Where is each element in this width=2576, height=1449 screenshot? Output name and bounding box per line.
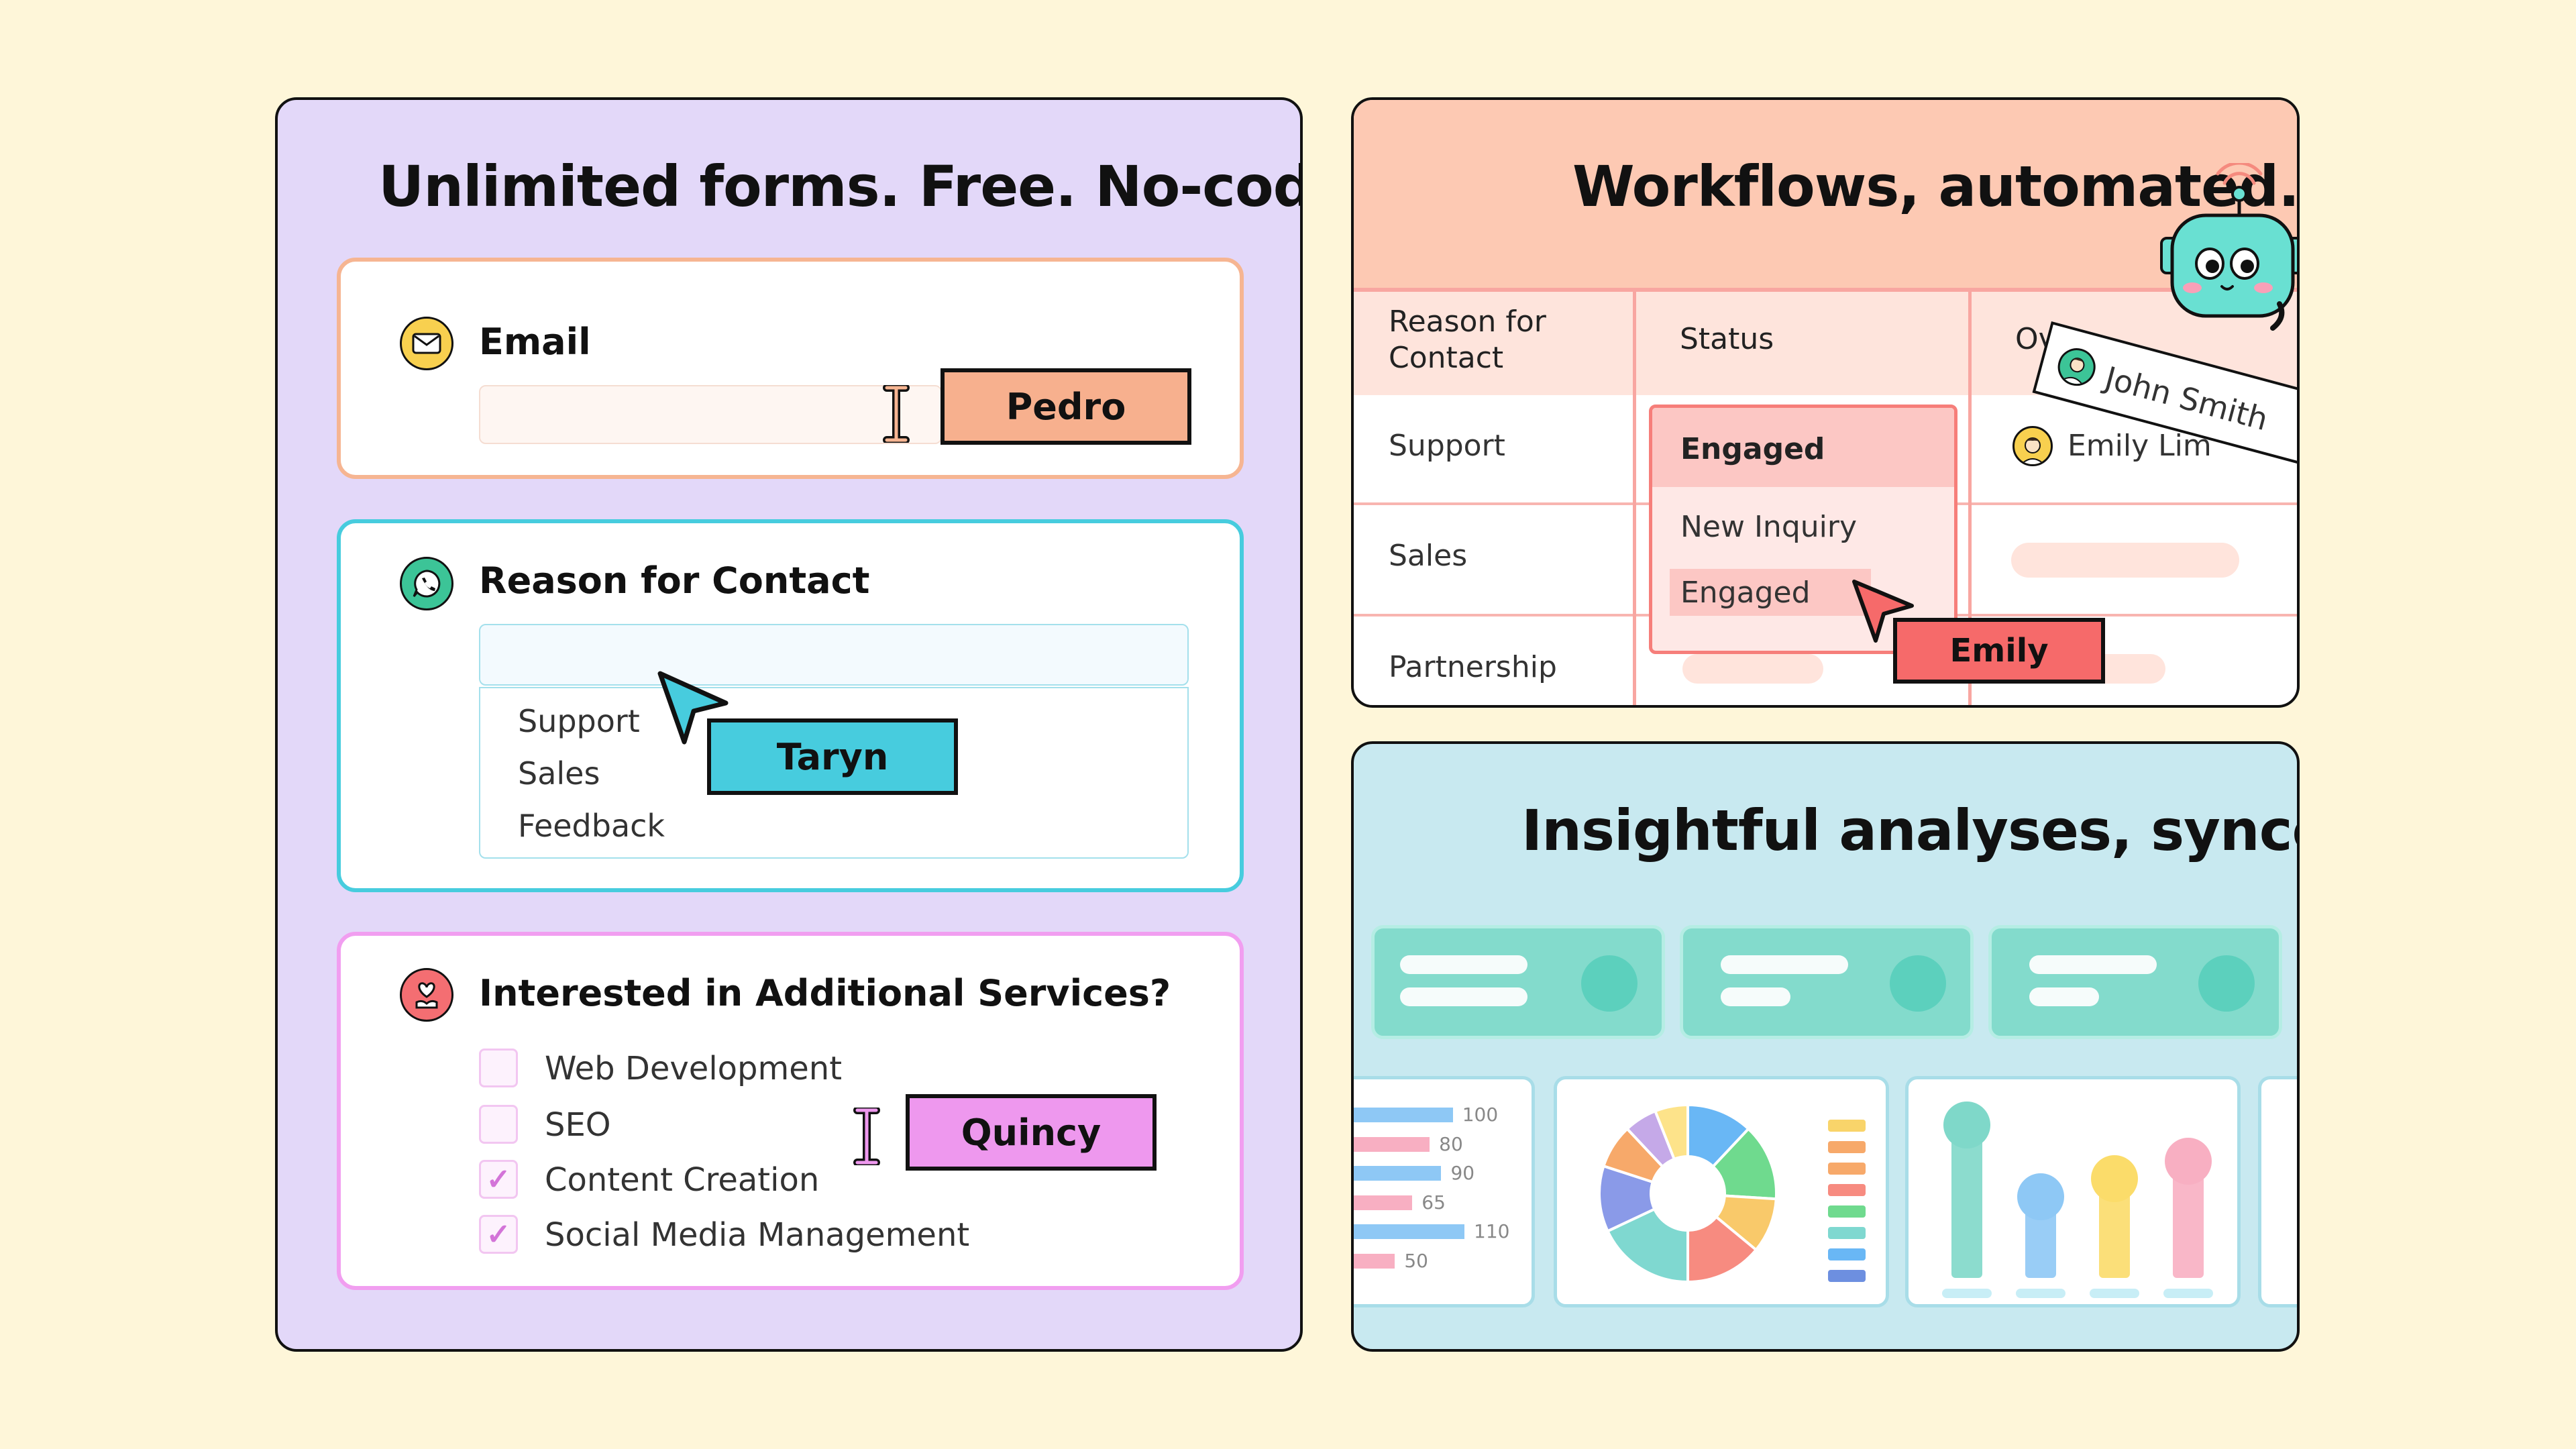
bar-value-label: 100 (1462, 1104, 1499, 1126)
checkbox-social-media[interactable]: ✓ (479, 1215, 518, 1254)
envelope-icon (400, 317, 453, 370)
legend-swatch (1828, 1184, 1866, 1196)
axis-tick (2090, 1289, 2139, 1298)
vertical-bar-chart (1909, 1079, 2237, 1304)
services-label: Interested in Additional Services? (479, 972, 1171, 1014)
reason-option-support[interactable]: Support (518, 703, 640, 739)
email-label: Email (479, 321, 591, 363)
text-cursor-icon (853, 1106, 880, 1167)
status-option-engaged[interactable]: Engaged (1680, 576, 1811, 610)
legend-swatch (1828, 1270, 1866, 1282)
reason-select-input[interactable] (479, 624, 1189, 686)
reason-option-feedback[interactable]: Feedback (518, 808, 665, 844)
bar-mark (1354, 1195, 1413, 1210)
column-header-status[interactable]: Status (1680, 322, 1774, 356)
cursor-tag-taryn: Taryn (707, 718, 958, 795)
pointer-cursor-icon (1850, 578, 1917, 645)
chart-card[interactable] (2258, 1076, 2297, 1307)
axis-tick (2163, 1289, 2213, 1298)
email-input[interactable] (479, 385, 942, 444)
workflows-panel: Workflows, automated. Reason for Contact… (1351, 97, 2300, 708)
status-option-new-inquiry[interactable]: New Inquiry (1680, 510, 1857, 544)
column-head (1943, 1102, 1990, 1149)
axis-tick (1942, 1289, 1992, 1298)
text-cursor-icon (883, 384, 910, 444)
bar-mark (1354, 1224, 1464, 1239)
table-cell-reason: Sales (1389, 539, 1468, 573)
column-head (2017, 1173, 2064, 1220)
status-dropdown[interactable]: Engaged New Inquiry Engaged (1649, 405, 1957, 654)
kpi-card[interactable] (1680, 925, 1974, 1039)
avatar (2053, 343, 2100, 390)
phone-chat-icon (400, 557, 453, 610)
status-selected[interactable] (1652, 408, 1954, 487)
table-cell-reason: Partnership (1389, 650, 1557, 684)
forms-panel-title: Unlimited forms. Free. No-code. (378, 154, 1303, 219)
reason-option-sales[interactable]: Sales (518, 755, 600, 792)
status-option-highlight (1670, 569, 1871, 616)
bar-mark (1354, 1108, 1453, 1122)
axis-tick (2016, 1289, 2065, 1298)
column-header-reason[interactable]: Reason for Contact (1389, 305, 1546, 375)
bar-mark (1354, 1253, 1395, 1269)
checkbox-content-creation[interactable]: ✓ (479, 1160, 518, 1199)
pie-slice (1686, 1215, 1758, 1284)
bar-value-label: 110 (1474, 1220, 1510, 1242)
placeholder-pill (2011, 543, 2239, 578)
column-bar (1951, 1126, 1982, 1278)
checkbox-web-development[interactable] (479, 1049, 518, 1087)
bar-value-label: 80 (1439, 1132, 1463, 1155)
avatar (2012, 426, 2053, 466)
pointer-cursor-icon (656, 669, 737, 750)
cursor-tag-quincy: Quincy (906, 1094, 1157, 1171)
forms-panel: Unlimited forms. Free. No-code. Email Pe… (275, 97, 1303, 1352)
cursor-tag-pedro: Pedro (941, 368, 1191, 445)
robot-mascot-icon (2152, 161, 2297, 331)
placeholder-pill (1682, 654, 1823, 684)
reason-field-card: Reason for Contact Support Sales Feedbac… (337, 519, 1244, 892)
legend-swatch (1828, 1227, 1866, 1239)
workflows-panel-title: Workflows, automated. (1572, 154, 2300, 219)
kpi-card[interactable] (1988, 925, 2282, 1039)
kpi-card[interactable] (1371, 925, 1665, 1039)
workflows-header (1354, 100, 2297, 288)
legend-swatch (1828, 1141, 1866, 1153)
checkbox-seo[interactable] (479, 1105, 518, 1144)
status-selected-label: Engaged (1680, 432, 1825, 466)
bar-value-label: 65 (1421, 1191, 1446, 1214)
pie-slice (1711, 1126, 1778, 1201)
analyses-panel-title: Insightful analyses, synced. (1521, 798, 2297, 863)
chart-legend (1828, 1120, 1868, 1294)
bar-value-label: 90 (1450, 1162, 1475, 1184)
pie-slice (1653, 1103, 1689, 1161)
service-content-creation: Content Creation (545, 1161, 820, 1199)
donut-chart (1598, 1103, 1778, 1284)
assignee-card[interactable]: John Smith (2032, 321, 2297, 466)
cursor-tag-emily: Emily (1893, 618, 2105, 684)
legend-swatch (1828, 1163, 1866, 1175)
bar-value-label: 50 (1404, 1249, 1428, 1272)
legend-swatch (1828, 1205, 1866, 1218)
table-cell-reason: Support (1389, 429, 1505, 463)
column-head (2165, 1137, 2212, 1185)
bar-mark (1354, 1166, 1442, 1181)
legend-swatch (1828, 1120, 1866, 1132)
reason-label: Reason for Contact (479, 559, 870, 602)
column-chart-card[interactable] (1905, 1076, 2241, 1307)
service-social-media: Social Media Management (545, 1216, 970, 1254)
service-web-development: Web Development (545, 1050, 843, 1087)
heart-hand-icon (400, 968, 453, 1022)
donut-chart-card[interactable] (1554, 1076, 1889, 1307)
column-head (2091, 1155, 2138, 1203)
bar-mark (1354, 1136, 1430, 1152)
legend-swatch (1828, 1248, 1866, 1260)
pie-slice (1605, 1207, 1689, 1284)
service-seo: SEO (545, 1106, 611, 1144)
